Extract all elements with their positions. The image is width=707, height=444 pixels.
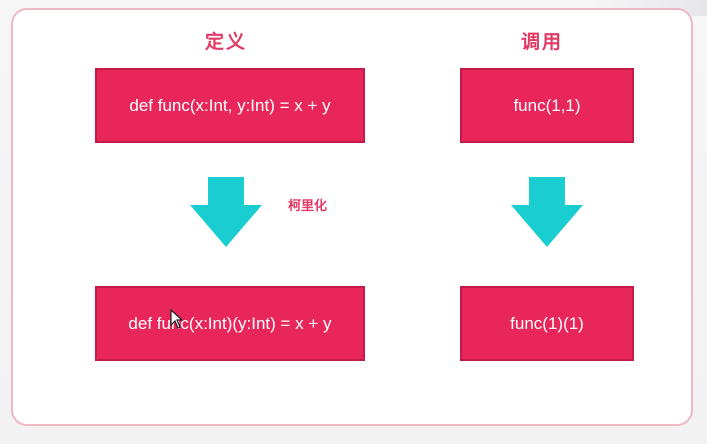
- call-after-text: func(1)(1): [510, 313, 584, 333]
- definition-after-box: def func(x:Int)(y:Int) = x + y: [95, 286, 365, 361]
- heading-call: 调用: [521, 31, 564, 53]
- definition-before-text: def func(x:Int, y:Int) = x + y: [129, 95, 331, 115]
- definition-before-box: def func(x:Int, y:Int) = x + y: [95, 68, 365, 143]
- call-before-box: func(1,1): [460, 68, 634, 143]
- down-arrow-icon: [511, 177, 583, 247]
- call-after-box: func(1)(1): [460, 286, 634, 361]
- heading-definition: 定义: [205, 31, 248, 53]
- currying-label: 柯里化: [288, 199, 328, 214]
- down-arrow-icon: [190, 177, 262, 247]
- mouse-cursor-icon: [170, 309, 184, 329]
- call-before-text: func(1,1): [513, 95, 581, 115]
- definition-after-text: def func(x:Int)(y:Int) = x + y: [128, 313, 332, 333]
